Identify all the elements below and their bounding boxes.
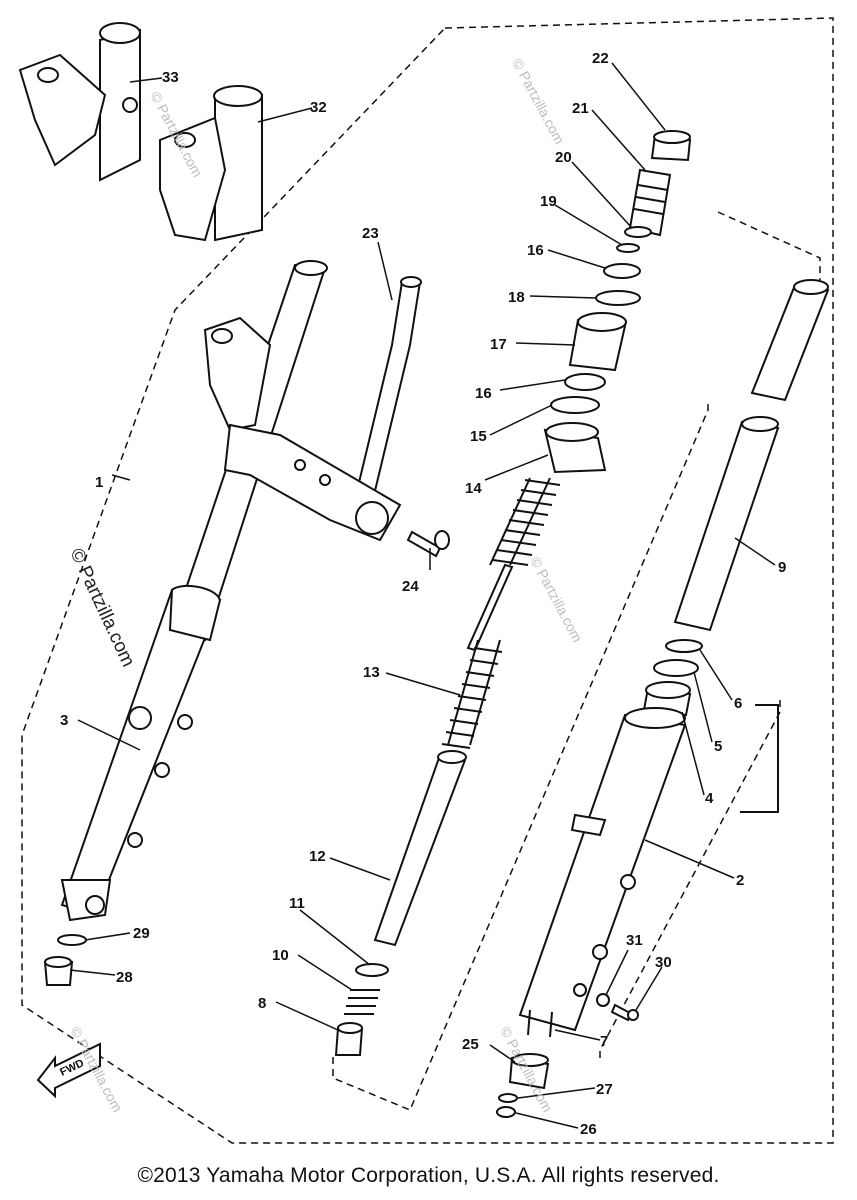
callout-27: 27 <box>596 1081 613 1098</box>
part-25-cap <box>508 1053 550 1090</box>
part-1-left-fork <box>170 260 402 642</box>
watermark-main: © Partzilla.com <box>65 545 138 670</box>
callout-13: 13 <box>363 664 380 681</box>
part-damper-rod <box>466 563 514 652</box>
callout-8: 8 <box>258 995 266 1012</box>
part-13-spring <box>441 639 503 749</box>
watermark-3: © Partzilla.com <box>527 554 585 645</box>
part-28-bolt <box>43 956 74 986</box>
part-16-bearing-upper <box>603 263 641 279</box>
part-32-bracket <box>159 85 263 242</box>
callout-28: 28 <box>116 969 133 986</box>
callout-1: 1 <box>95 474 103 491</box>
callout-18: 18 <box>508 289 525 306</box>
callout-5: 5 <box>714 738 722 755</box>
bracket-4-6 <box>740 704 779 813</box>
part-21-bolt <box>628 168 672 237</box>
part-16-bearing-lower <box>564 373 606 391</box>
part-30-bolt <box>610 1003 639 1022</box>
part-15-washer <box>550 396 600 414</box>
callout-7: 7 <box>600 1033 608 1050</box>
part-20-oring <box>624 226 652 238</box>
callout-25: 25 <box>462 1036 479 1053</box>
copyright-notice: ©2013 Yamaha Motor Corporation, U.S.A. A… <box>137 1164 720 1187</box>
callout-15: 15 <box>470 428 487 445</box>
leader-lines <box>69 62 776 1129</box>
part-outer-tube-top <box>750 279 830 402</box>
assembly-boundary-2 <box>599 211 821 1060</box>
callout-21: 21 <box>572 100 589 117</box>
part-22-cap <box>650 130 692 162</box>
fwd-arrow-icon: FWD <box>36 1042 101 1099</box>
callout-33: 33 <box>162 69 179 86</box>
callout-23: 23 <box>362 225 379 242</box>
callout-labels: 1 2 3 4 5 6 7 8 9 10 11 12 13 14 15 16 1… <box>60 50 786 1138</box>
part-10-spring <box>344 989 380 1015</box>
watermark-1: © Partzilla.com <box>509 56 567 147</box>
part-spring-upper <box>489 477 561 566</box>
part-8-piece <box>334 1022 364 1056</box>
part-2-outer-tube <box>518 707 687 1032</box>
part-12-rod <box>373 750 467 947</box>
callout-20: 20 <box>555 149 572 166</box>
callout-32: 32 <box>310 99 327 116</box>
part-27-washer <box>498 1093 518 1103</box>
part-26-nut <box>496 1106 516 1118</box>
part-6-clip <box>665 639 703 653</box>
part-7-studs <box>527 1009 553 1038</box>
part-31-washer <box>596 993 610 1007</box>
part-9-tube <box>673 416 780 632</box>
callout-4: 4 <box>705 790 714 807</box>
exploded-parts-diagram: FWD 1 <box>18 17 834 1144</box>
part-29-washer <box>57 934 87 946</box>
callout-6: 6 <box>734 695 742 712</box>
callout-10: 10 <box>272 947 289 964</box>
part-19-ring <box>616 243 640 253</box>
part-3-outer-tube <box>60 584 222 922</box>
callout-17: 17 <box>490 336 507 353</box>
callout-2: 2 <box>736 872 744 889</box>
watermarks: © Partzilla.com © Partzilla.com © Partzi… <box>65 56 585 1115</box>
callout-31: 31 <box>626 932 643 949</box>
callout-11: 11 <box>289 895 305 912</box>
callout-3: 3 <box>60 712 68 729</box>
callout-9: 9 <box>778 559 786 576</box>
part-24-bolt <box>406 530 450 558</box>
callout-26: 26 <box>580 1121 597 1138</box>
callout-19: 19 <box>540 193 557 210</box>
callout-30: 30 <box>655 954 672 971</box>
callout-16b: 16 <box>475 385 492 402</box>
part-11-ring <box>355 963 389 977</box>
part-33-bracket <box>18 22 141 182</box>
callout-12: 12 <box>309 848 326 865</box>
callout-24: 24 <box>402 578 419 595</box>
callout-29: 29 <box>133 925 150 942</box>
assembly-boundary-12 <box>332 400 709 1111</box>
part-18-seal <box>595 290 641 306</box>
part-17-holder <box>568 312 627 372</box>
callout-14: 14 <box>465 480 482 497</box>
callout-22: 22 <box>592 50 609 67</box>
callout-16a: 16 <box>527 242 544 259</box>
part-5-washer <box>653 659 699 677</box>
part-14-cover <box>543 422 607 474</box>
